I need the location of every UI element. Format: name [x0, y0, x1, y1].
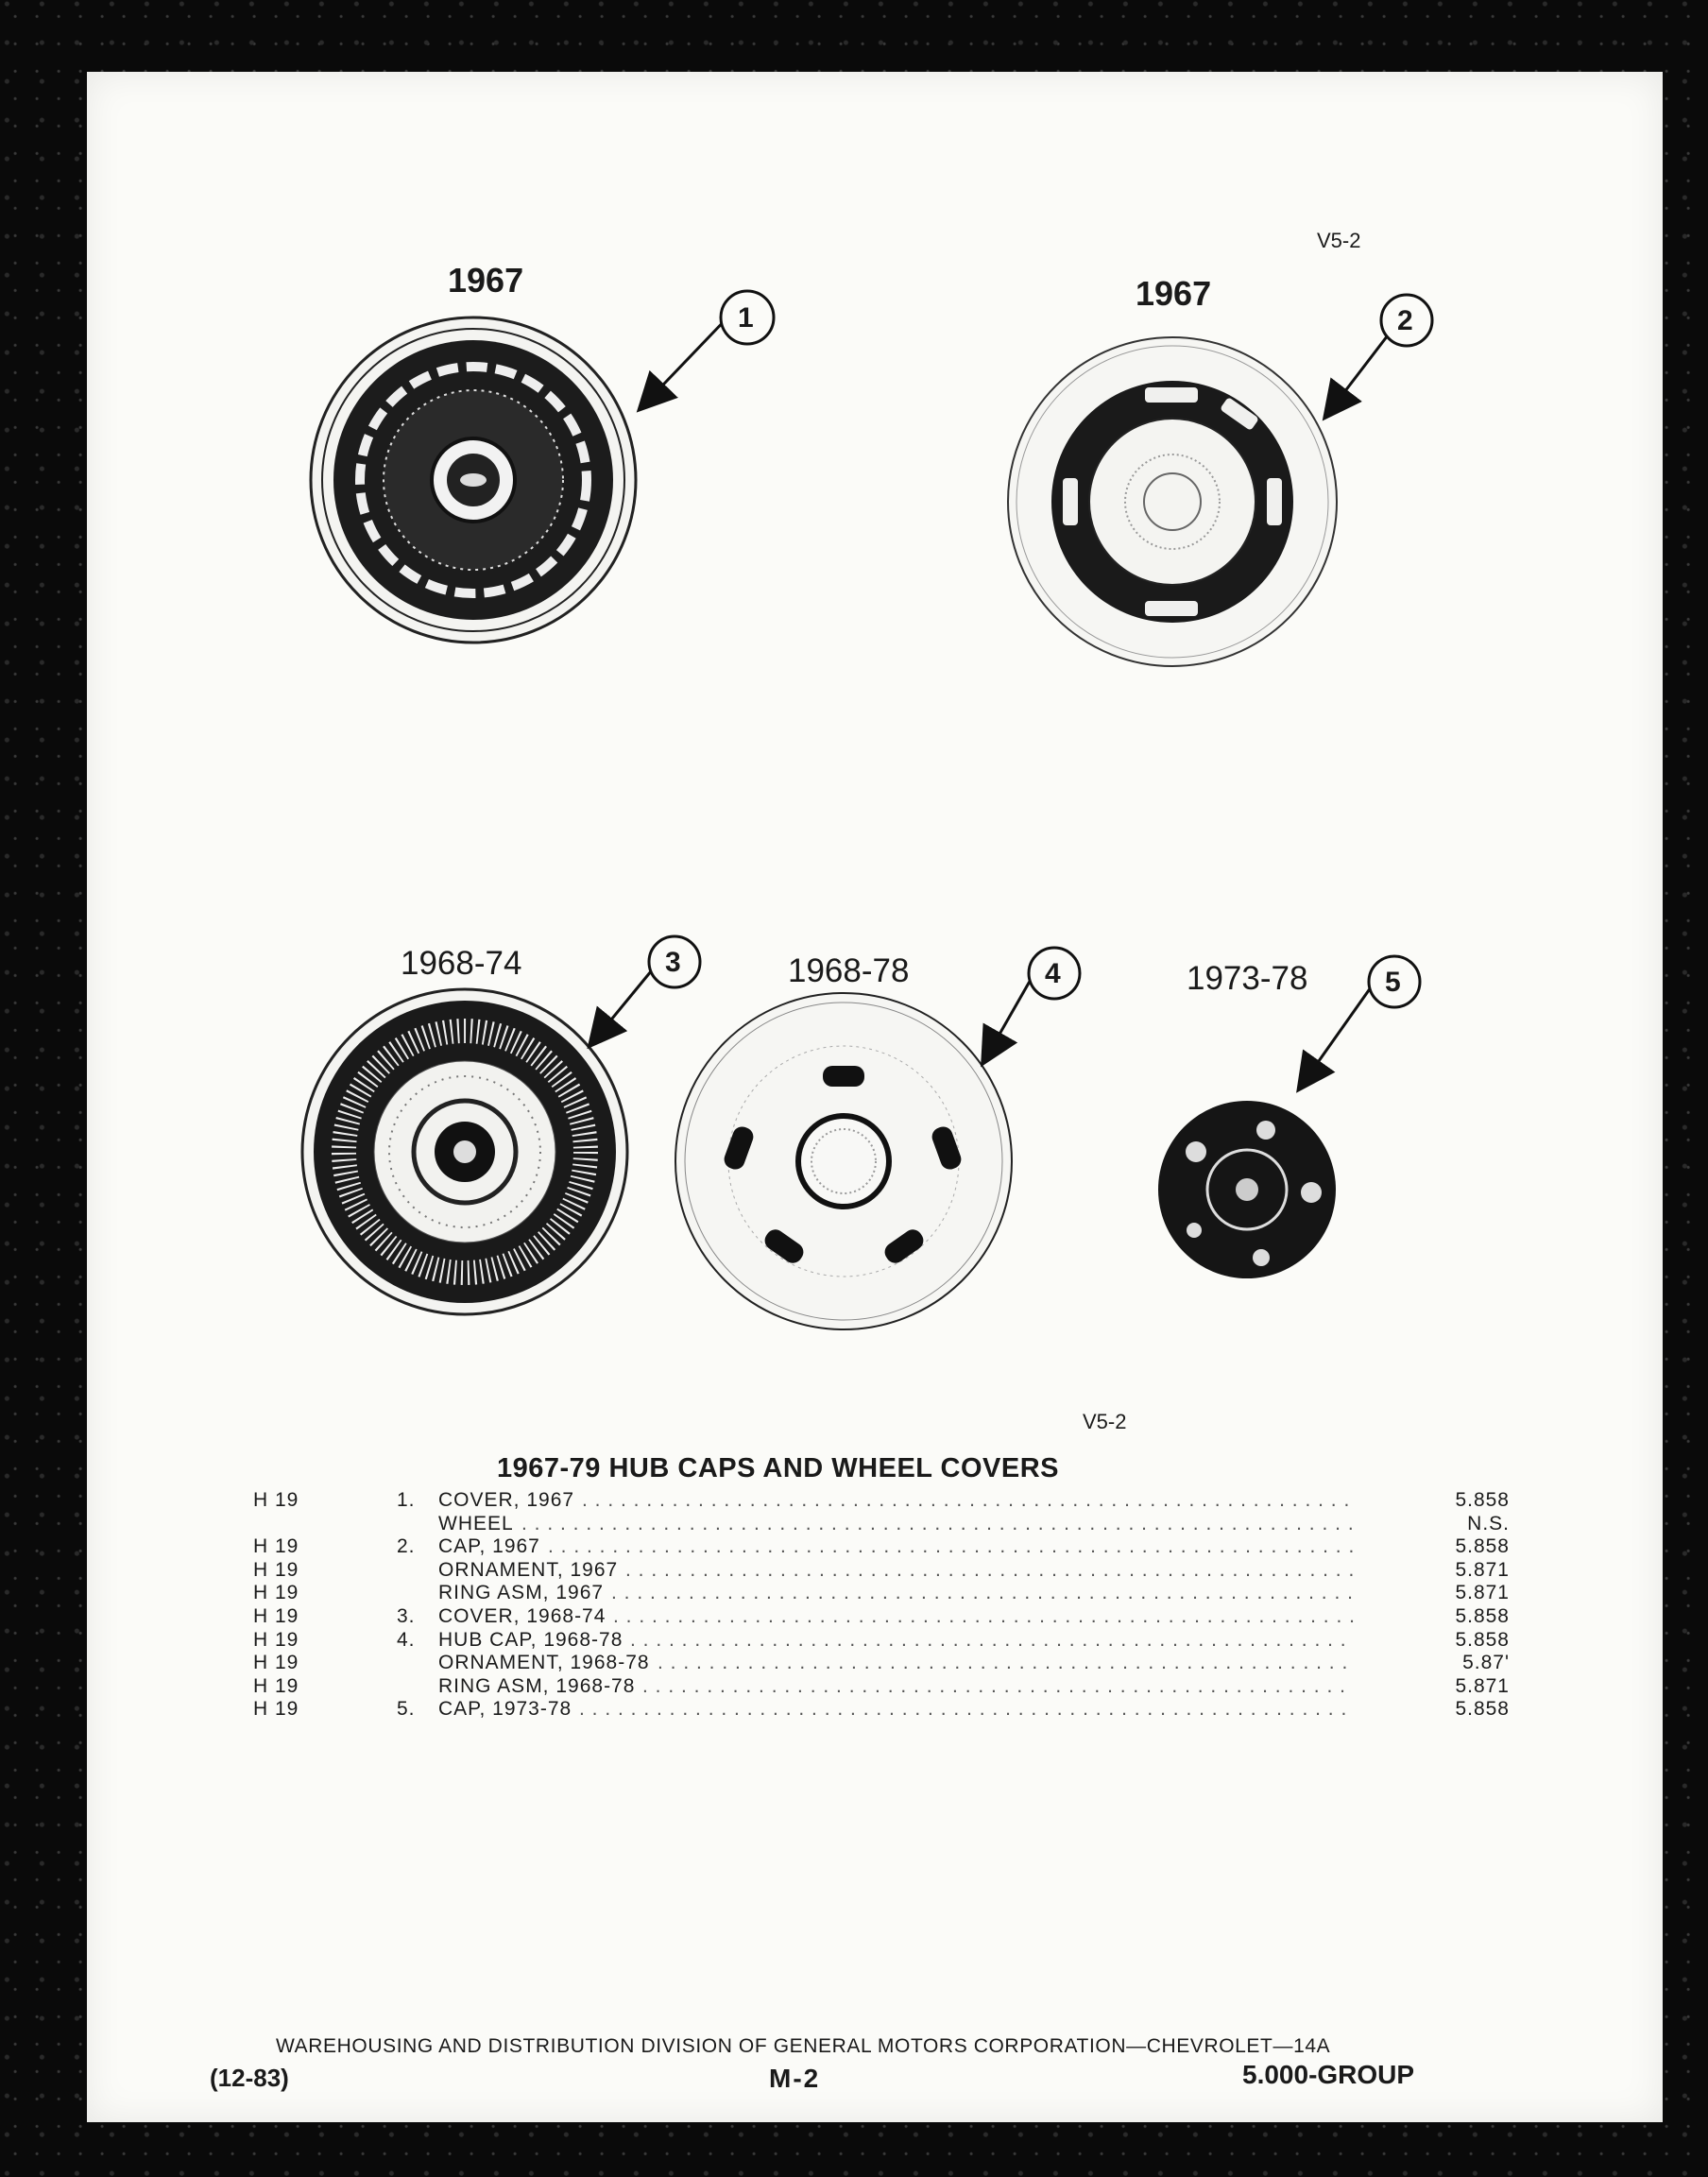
table-title: 1967-79 HUB CAPS AND WHEEL COVERS — [497, 1453, 1060, 1483]
year-label-1: 1967 — [448, 261, 524, 300]
year-label-4: 1968-78 — [788, 952, 910, 989]
list-item: H 19 5. CAP, 1973-78 5.858 . . . . . . . . .… — [253, 1698, 1510, 1722]
dot-leader: . . . . . . . . . . . . . . . . . . . . … — [579, 1698, 1348, 1721]
catalog-code: H 19 — [253, 1558, 299, 1581]
catalog-page: 1 2 3 4 5 1967 1967 1968-74 1968-78 1973… — [87, 72, 1663, 2122]
list-item: H 19 1. COVER, 1967 5.858 . . . . . . . . . … — [253, 1489, 1510, 1513]
group-number: 5.858 — [1455, 1604, 1510, 1627]
item-description: HUB CAP, 1968-78 — [438, 1628, 623, 1651]
group-number: 5.871 — [1455, 1582, 1510, 1604]
figure-code-bottom: V5-2 — [1083, 1410, 1127, 1433]
item-description: WHEEL — [438, 1512, 514, 1534]
group-number: 5.87' — [1462, 1652, 1510, 1674]
figure-code-top: V5-2 — [1317, 229, 1361, 252]
callout-1-circle — [719, 289, 776, 346]
item-number: 4. — [397, 1628, 416, 1651]
item-number: 1. — [397, 1489, 416, 1511]
list-item: H 19 2. CAP, 1967 5.858 . . . . . . . . . . … — [253, 1535, 1510, 1559]
hub-cap-illustrations — [300, 289, 1434, 1330]
wheel-cover-1967-drawing — [309, 316, 638, 644]
list-item: H 19 4. HUB CAP, 1968-78 5.858 . . . . . . .… — [253, 1629, 1510, 1653]
dot-leader: . . . . . . . . . . . . . . . . . . . . … — [658, 1652, 1349, 1674]
catalog-code: H 19 — [253, 1628, 299, 1651]
catalog-code: H 19 — [253, 1604, 299, 1627]
catalog-code: H 19 — [253, 1582, 299, 1604]
item-description: COVER, 1967 — [438, 1489, 575, 1511]
group-number: 5.871 — [1455, 1558, 1510, 1581]
group-number: 5.858 — [1455, 1628, 1510, 1651]
item-description: COVER, 1968-74 — [438, 1604, 606, 1627]
item-description: CAP, 1967 — [438, 1535, 540, 1558]
callout-4-leader — [981, 970, 1037, 1068]
hub-cap-1967-drawing — [1007, 336, 1338, 667]
dot-leader: . . . . . . . . . . . . . . . . . . . . … — [582, 1489, 1351, 1511]
callout-4-number: 4 — [1045, 958, 1061, 989]
parts-list: H 19 1. COVER, 1967 5.858 . . . . . . . . . … — [253, 1489, 1510, 1722]
callout-3-number: 3 — [665, 947, 681, 978]
catalog-code: H 19 — [253, 1535, 299, 1558]
item-description: RING ASM, 1968-78 — [438, 1674, 636, 1697]
catalog-code: H 19 — [253, 1489, 299, 1511]
footer-page: M-2 — [769, 2064, 821, 2093]
footer-group: 5.000-GROUP — [1242, 2060, 1415, 2089]
group-number: 5.858 — [1455, 1698, 1510, 1721]
item-description: ORNAMENT, 1968-78 — [438, 1652, 650, 1674]
footer-division: WAREHOUSING AND DISTRIBUTION DIVISION OF… — [276, 2035, 1331, 2057]
hub-cap-1968-78-drawing — [675, 992, 1013, 1330]
callout-1-leader — [636, 311, 734, 413]
catalog-code: H 19 — [253, 1652, 299, 1674]
list-item: WHEEL N.S. . . . . . . . . . . . . . . . .… — [253, 1513, 1510, 1536]
group-number: N.S. — [1467, 1512, 1510, 1534]
cap-1973-78-drawing — [1158, 1101, 1336, 1278]
catalog-code: H 19 — [253, 1698, 299, 1721]
callout-3-circle — [647, 934, 702, 989]
item-number: 3. — [397, 1604, 416, 1627]
callout-5-circle — [1367, 954, 1422, 1009]
callout-2-number: 2 — [1397, 305, 1413, 336]
dot-leader: . . . . . . . . . . . . . . . . . . . . … — [548, 1535, 1356, 1558]
year-label-5: 1973-78 — [1187, 960, 1308, 997]
dot-leader: . . . . . . . . . . . . . . . . . . . . … — [625, 1558, 1356, 1581]
dot-leader: . . . . . . . . . . . . . . . . . . . . … — [521, 1512, 1355, 1534]
list-item: H 19 ORNAMENT, 1968-78 5.87' . . . . . . . … — [253, 1652, 1510, 1675]
group-number: 5.858 — [1455, 1535, 1510, 1558]
callout-1-number: 1 — [738, 302, 754, 334]
list-item: H 19 ORNAMENT, 1967 5.871 . . . . . . . . .… — [253, 1559, 1510, 1583]
dot-leader: . . . . . . . . . . . . . . . . . . . . … — [642, 1674, 1346, 1697]
year-label-3: 1968-74 — [401, 945, 522, 982]
callout-2-circle — [1379, 293, 1434, 348]
list-item: H 19 3. COVER, 1968-74 5.858 . . . . . . . .… — [253, 1605, 1510, 1629]
item-number: 5. — [397, 1698, 416, 1721]
list-item: H 19 RING ASM, 1967 5.871 . . . . . . . . .… — [253, 1582, 1510, 1605]
item-description: RING ASM, 1967 — [438, 1582, 605, 1604]
footer-date: (12-83) — [210, 2064, 289, 2092]
dot-leader: . . . . . . . . . . . . . . . . . . . . … — [611, 1582, 1354, 1604]
dot-leader: . . . . . . . . . . . . . . . . . . . . … — [613, 1604, 1356, 1627]
year-label-2: 1967 — [1136, 274, 1212, 313]
callout-5-number: 5 — [1385, 967, 1401, 998]
wheel-cover-1968-74-drawing — [300, 987, 629, 1316]
callout-3-leader — [587, 965, 658, 1050]
item-number: 2. — [397, 1535, 416, 1558]
catalog-code: H 19 — [253, 1674, 299, 1697]
callout-5-leader — [1296, 980, 1377, 1093]
list-item: H 19 RING ASM, 1968-78 5.871 . . . . . . . … — [253, 1675, 1510, 1699]
group-number: 5.858 — [1455, 1489, 1510, 1511]
dot-leader: . . . . . . . . . . . . . . . . . . . . … — [630, 1628, 1347, 1651]
group-number: 5.871 — [1455, 1674, 1510, 1697]
item-description: CAP, 1973-78 — [438, 1698, 572, 1721]
callout-4-circle — [1027, 946, 1082, 1001]
item-description: ORNAMENT, 1967 — [438, 1558, 619, 1581]
